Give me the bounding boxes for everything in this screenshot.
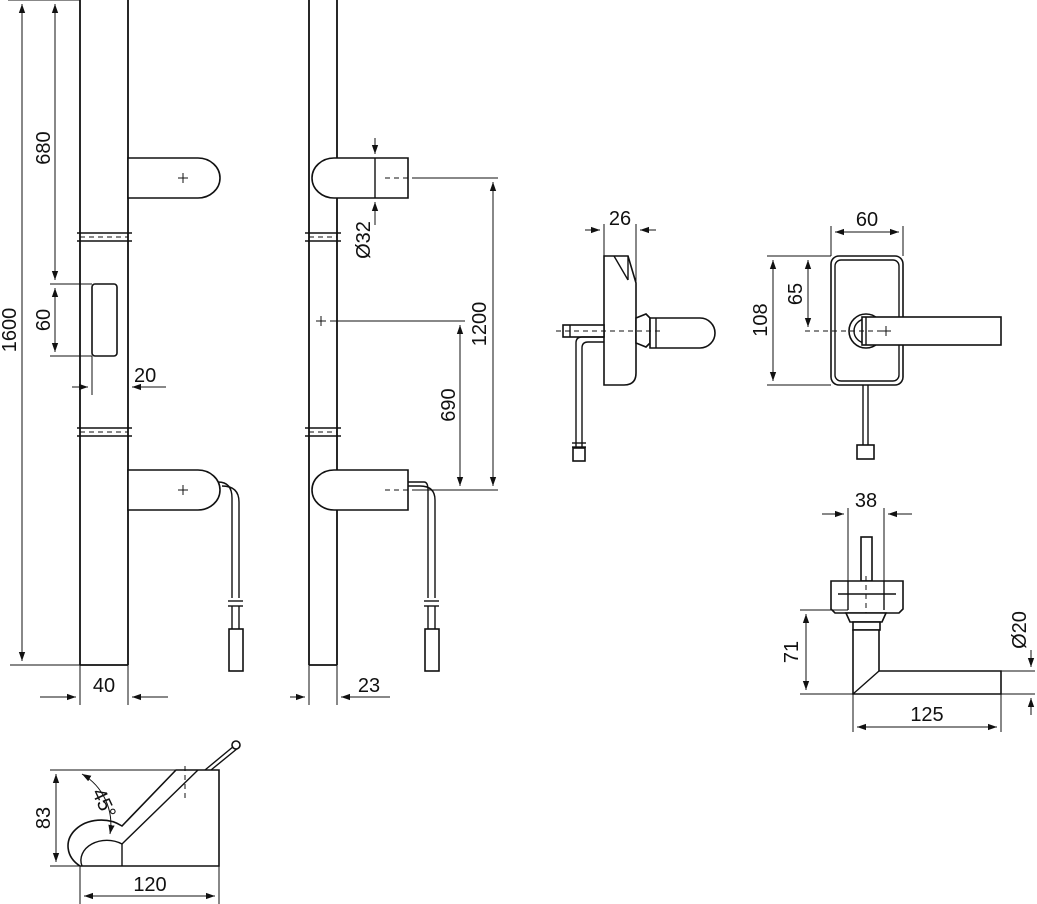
label-690: 690 (438, 388, 460, 421)
label-108: 108 (750, 303, 772, 336)
side-lower-handle (311, 469, 440, 672)
dimension-108: 108 (750, 255, 831, 386)
label-1600: 1600 (0, 308, 21, 353)
lever-body (852, 629, 1002, 695)
label-26: 26 (609, 208, 631, 230)
front-upper-handle (127, 157, 221, 199)
dimension-120: 120 (79, 866, 220, 904)
dimension-125: 125 (852, 694, 1002, 732)
dimension-1600: 1600 (0, 0, 80, 666)
rose-side-plate (603, 255, 637, 386)
dimension-1200: 1200 (412, 177, 498, 491)
angle-view: 83 45° 120 (33, 740, 241, 904)
lever-view: 38 71 Ø20 125 (781, 490, 1035, 732)
rose-front-view: 60 108 65 (750, 209, 1002, 460)
side-center-mark (316, 316, 326, 326)
label-40: 40 (93, 675, 115, 697)
label-d32: Ø32 (353, 221, 375, 259)
side-bar (305, 0, 341, 666)
label-1200: 1200 (469, 302, 491, 347)
label-120: 120 (133, 874, 166, 896)
lever-neck (844, 612, 888, 631)
front-view: 1600 680 60 20 40 (0, 0, 244, 705)
dimension-38: 38 (822, 490, 912, 581)
label-65: 65 (785, 283, 807, 305)
label-71: 71 (781, 641, 803, 663)
dimension-690: 690 (330, 320, 465, 486)
label-38: 38 (855, 490, 877, 512)
rose-side-spindle (562, 324, 605, 462)
label-125: 125 (910, 704, 943, 726)
lever-spindle (860, 536, 873, 582)
rose-side-view: 26 (556, 208, 716, 462)
dimension-d20: Ø20 (1001, 611, 1035, 715)
label-45deg: 45° (87, 785, 120, 822)
dimension-65: 65 (785, 260, 812, 327)
label-23: 23 (358, 675, 380, 697)
dimension-83: 83 (33, 769, 176, 867)
front-lower-handle (127, 469, 244, 672)
front-cylinder-cutout (91, 283, 118, 357)
dimension-60-cylinder: 60 (33, 283, 92, 357)
dimension-20: 20 (72, 356, 166, 395)
lever-rose (830, 576, 904, 640)
side-view: Ø32 1200 690 23 (290, 0, 498, 705)
rose-front-lever (805, 313, 1002, 349)
dimension-680: 680 (33, 4, 59, 280)
label-d20: Ø20 (1009, 611, 1031, 649)
dimension-40: 40 (40, 665, 168, 705)
label-680: 680 (33, 131, 55, 164)
rose-side-lever (556, 313, 716, 349)
dimension-23: 23 (290, 665, 390, 705)
label-20: 20 (134, 365, 156, 387)
label-83: 83 (33, 807, 55, 829)
dimension-60-plate: 60 (830, 209, 904, 256)
dimension-71: 71 (781, 609, 853, 695)
front-bar (77, 0, 132, 666)
dimension-26: 26 (585, 208, 656, 283)
label-60-cylinder: 60 (33, 309, 55, 331)
side-upper-handle (311, 157, 409, 199)
dimension-d32: Ø32 (353, 138, 379, 259)
label-60-plate: 60 (856, 209, 878, 231)
rose-front-cable (856, 385, 875, 460)
